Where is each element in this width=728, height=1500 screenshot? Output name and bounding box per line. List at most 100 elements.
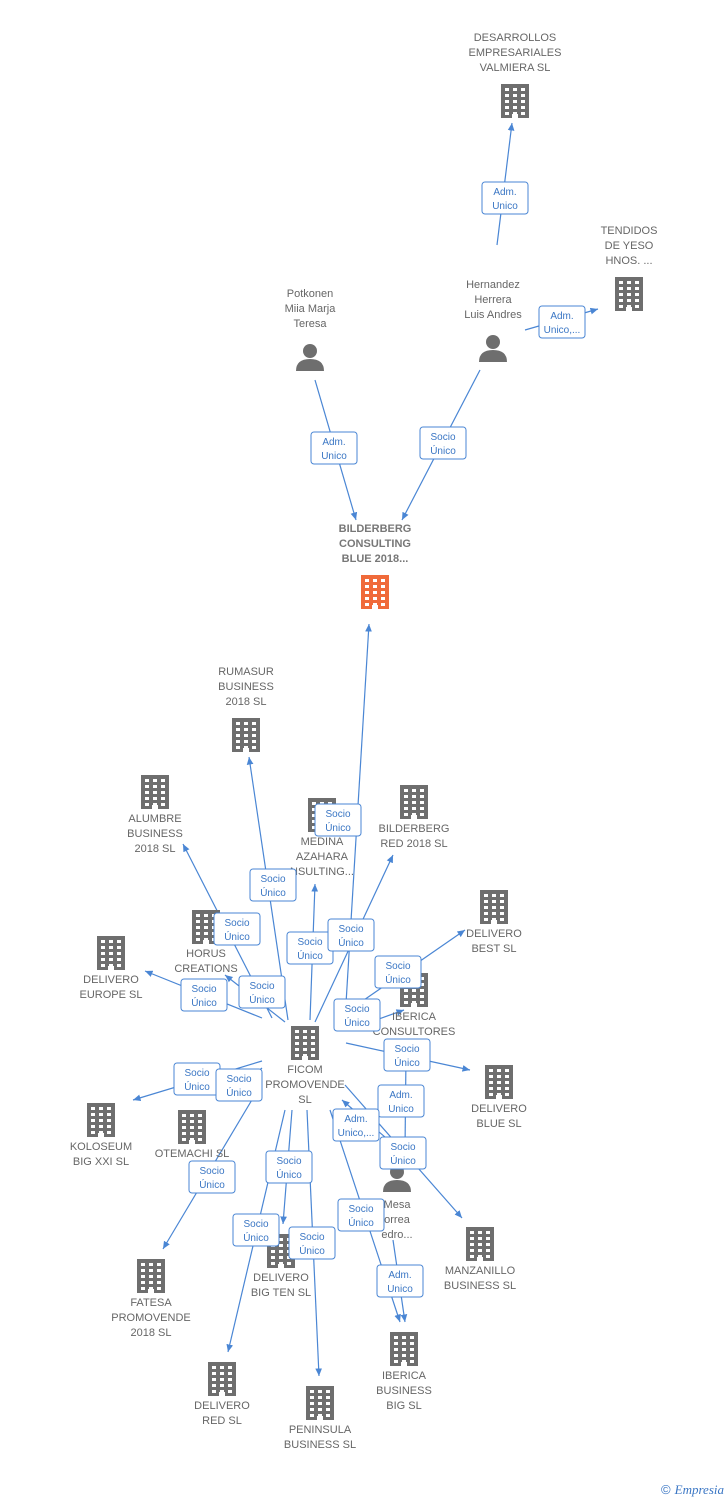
node-label: FICOM [287, 1064, 322, 1076]
edge-role-label[interactable]: Adm.Unico [377, 1084, 425, 1118]
node-label: DE YESO [605, 240, 654, 252]
node-label: BUSINESS SL [444, 1280, 516, 1292]
node-label: edro... [381, 1229, 412, 1241]
edge-role-label[interactable]: Adm.Unico,... [332, 1108, 380, 1142]
edge-role-label[interactable]: Adm.Unico [481, 181, 529, 215]
node-label: SL [298, 1094, 311, 1106]
edge-label-line: Único [243, 1231, 269, 1244]
node-label: RUMASUR [218, 666, 274, 678]
node-label: HORUS [186, 948, 226, 960]
copyright-icon: © [661, 1482, 671, 1497]
building-icon [390, 1332, 418, 1366]
node-delivero-best[interactable]: DELIVERO BEST SL [466, 890, 522, 955]
edge-label-line: Único [191, 996, 217, 1009]
footer-brand[interactable]: ©Empresia [661, 1482, 724, 1498]
edge-label-box [376, 1264, 424, 1298]
edge-label-box [310, 431, 358, 465]
edge-label-line: Socio [260, 874, 285, 885]
person-icon [479, 335, 507, 362]
edge-label-line: Socio [344, 1004, 369, 1015]
edge-role-label[interactable]: Adm.Unico [376, 1264, 424, 1298]
node-label: orrea [384, 1214, 411, 1226]
edge-label-line: Socio [249, 981, 274, 992]
building-icon [232, 718, 260, 752]
node-label: Herrera [474, 294, 512, 306]
node-label: PENINSULA [289, 1424, 352, 1436]
node-label: EMPRESARIALES [469, 47, 562, 59]
edge-label-line: Adm. [550, 311, 573, 322]
node-label: PROMOVENDE [111, 1312, 190, 1324]
edge-label-line: Único [344, 1016, 370, 1029]
node-label: BILDERBERG [339, 523, 412, 535]
edge-role-label[interactable]: Adm. Unico,... [538, 305, 586, 339]
node-otemachi[interactable]: OTEMACHI SL [155, 1110, 230, 1160]
edge-label-line: Adm. [389, 1090, 412, 1101]
node-label: DELIVERO [83, 974, 139, 986]
edge-label-box [481, 181, 529, 215]
person-icon [296, 344, 324, 371]
node-rumasur[interactable]: RUMASUR BUSINESS 2018 SL [218, 666, 274, 752]
node-label: DELIVERO [471, 1103, 527, 1115]
node-label: Teresa [293, 318, 327, 330]
node-label: DELIVERO [466, 928, 522, 940]
node-label: 2018 SL [226, 696, 267, 708]
node-label: BUSINESS [218, 681, 274, 693]
edge-label-line: Único [249, 993, 275, 1006]
node-label: HNOS. ... [605, 255, 652, 267]
node-label: CONSULTORES [373, 1026, 456, 1038]
node-label: BEST SL [471, 943, 516, 955]
building-icon [361, 575, 389, 609]
node-mesa[interactable]: Mesaorreaedro... [381, 1165, 413, 1241]
edge-role-label[interactable]: Adm.Unico [310, 431, 358, 465]
edge-label-box [327, 918, 375, 952]
edge-label-line: Único [184, 1080, 210, 1093]
node-label: 2018 SL [135, 843, 176, 855]
node-label: RED SL [202, 1415, 242, 1427]
node-label: IBERICA [392, 1011, 437, 1023]
edge-label-line: Socio [224, 918, 249, 929]
node-label: Hernandez [466, 279, 520, 291]
node-label: OTEMACHI SL [155, 1148, 230, 1160]
edge-label-line: Único [297, 949, 323, 962]
node-label: BIG TEN SL [251, 1287, 311, 1299]
building-icon [615, 277, 643, 311]
edge-label-box [332, 1108, 380, 1142]
edge-label-line: Unico,... [544, 325, 581, 336]
edge-label-line: Socio [394, 1044, 419, 1055]
